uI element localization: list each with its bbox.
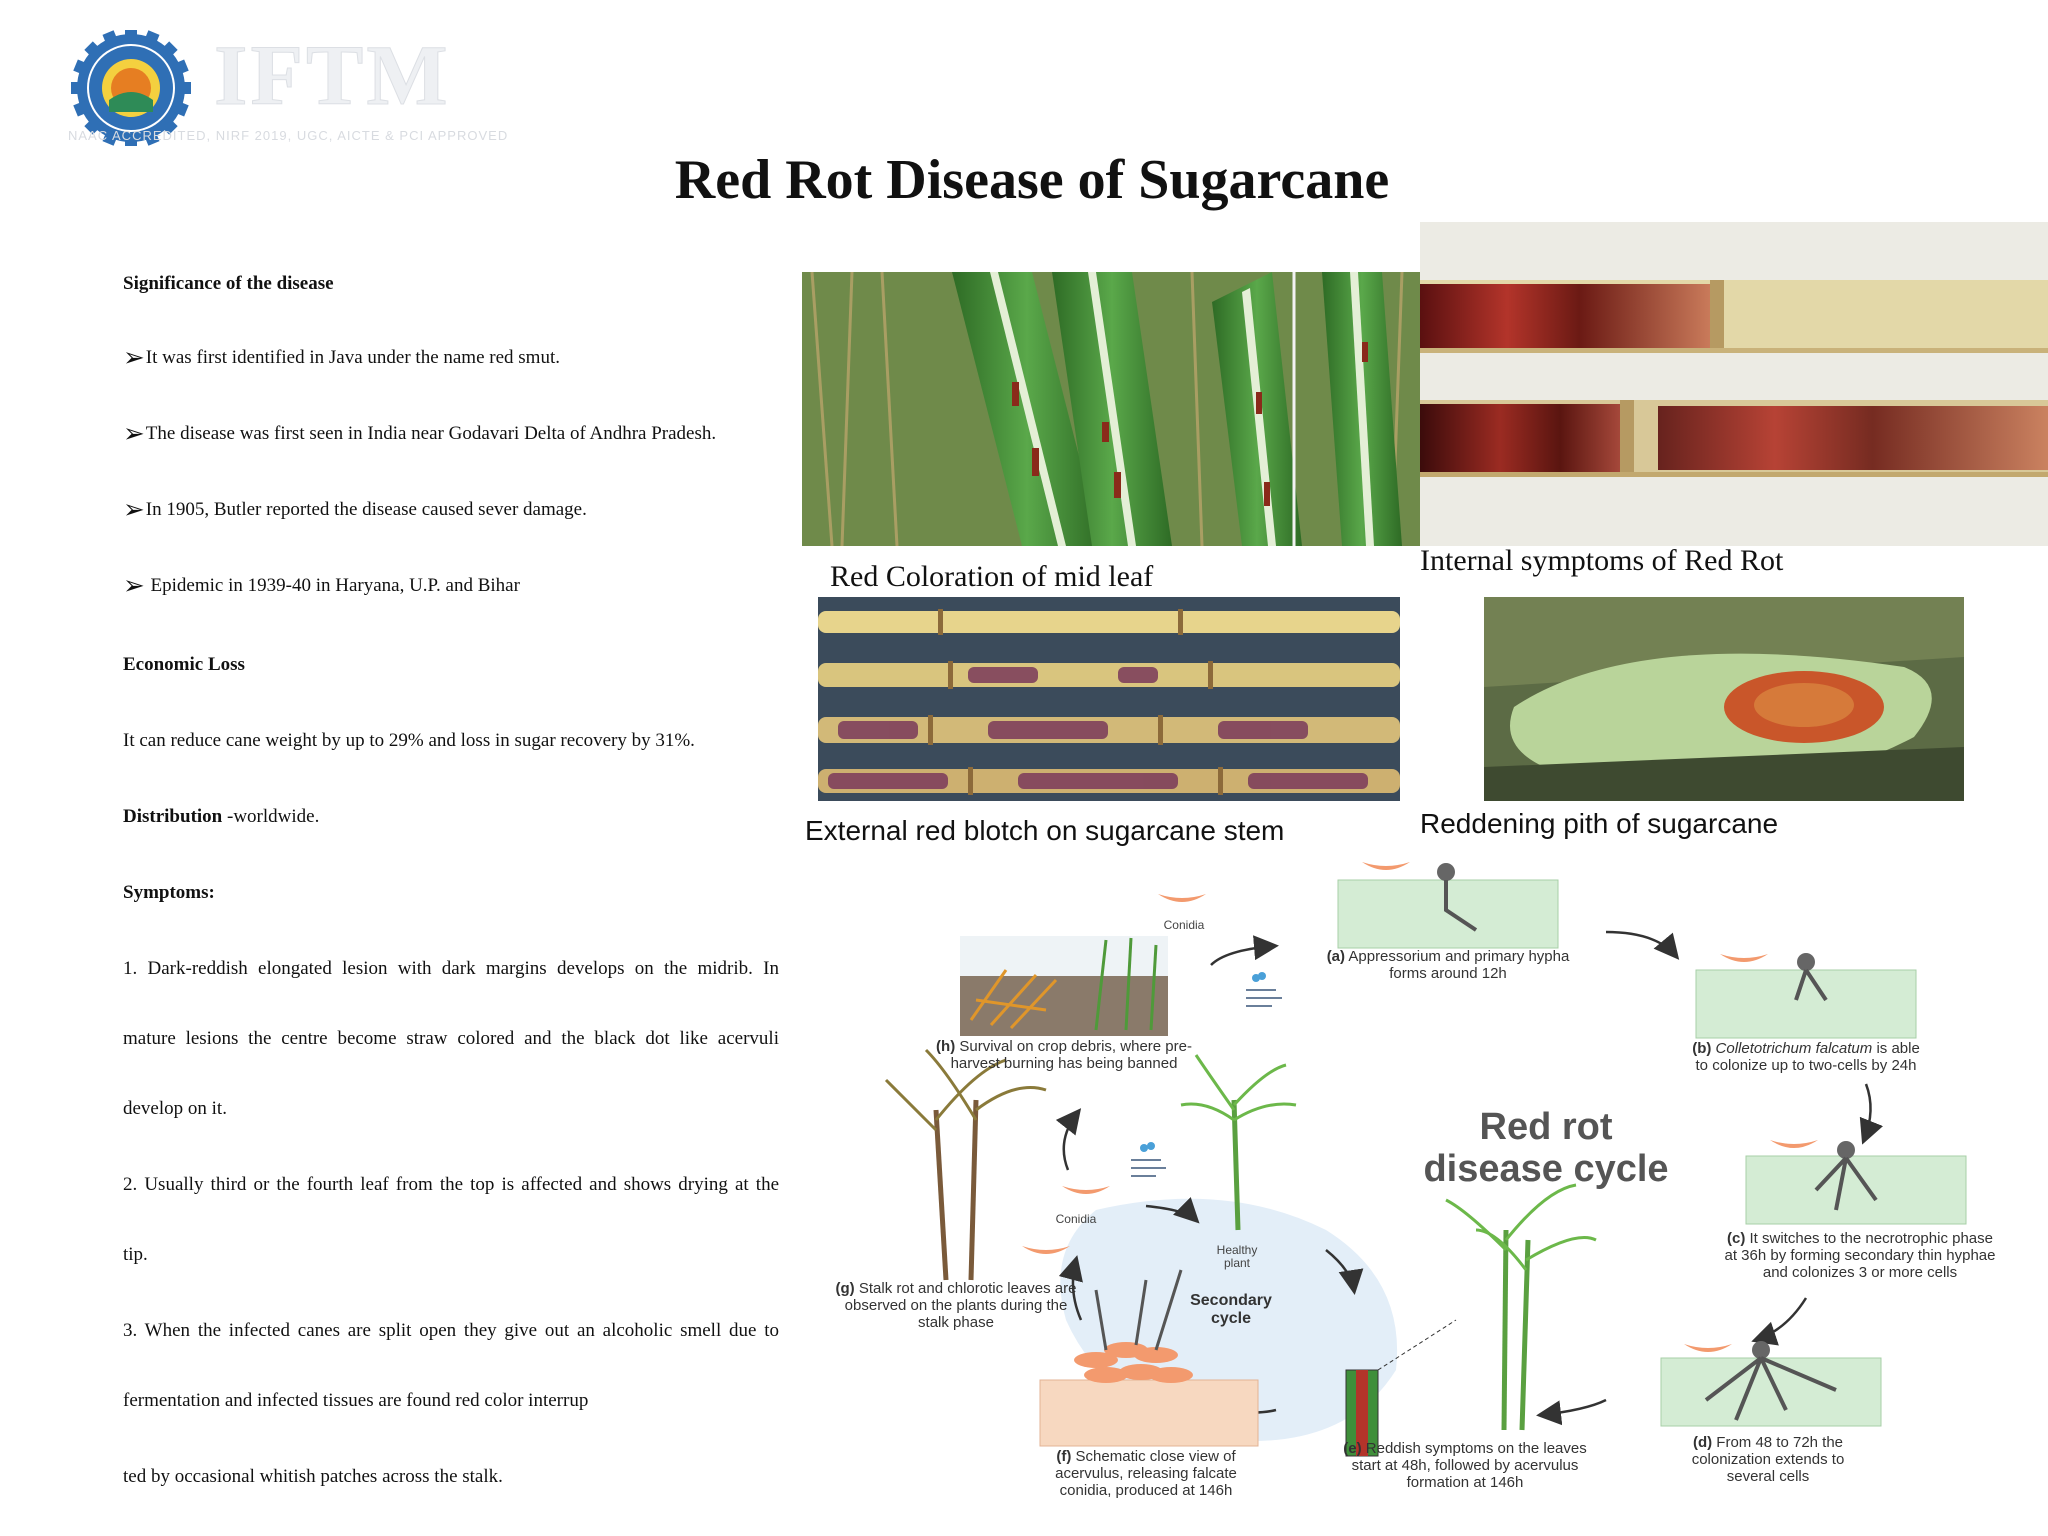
step-d-label: (d) From 48 to 72h the colonization exte… [1691,1434,1845,1485]
symptom-line: ted by occasional whitish patches across… [123,1466,503,1487]
step-g-label: (g) Stalk rot and chlorotic leaves are o… [835,1280,1077,1331]
cane-stems-image [818,597,1400,801]
bullet-item: ➢ Epidemic in 1939-40 in Haryana, U.P. a… [123,571,520,600]
symptoms-heading: Symptoms: [123,882,215,903]
healthy-plant-label: Healthy plant [1216,1243,1258,1270]
step-e-label: (e) Reddish symptoms on the leaves start… [1343,1440,1587,1491]
conidia-label-top: Conidia [1163,918,1205,932]
arrow-bullet-icon: ➢ [123,495,145,524]
caption-pith: Reddening pith of sugarcane [1420,808,1779,839]
bullet-item: ➢In 1905, Butler reported the disease ca… [123,495,587,524]
bullet-item: ➢It was first identified in Java under t… [123,343,560,372]
symptom-line: tip. [123,1244,148,1265]
step-h-label: (h) Survival on crop debris, where pre-h… [936,1038,1192,1072]
caption-stem: External red blotch on sugarcane stem [805,815,1285,846]
internal-symptoms-photo [1420,222,2048,546]
step-c-label: (c) It switches to the necrotrophic phas… [1724,1230,1996,1281]
leaf-lesion-image [802,272,1420,546]
pith-cross-section-image [1484,597,1964,801]
symptom-line: 3. When the infected canes are split ope… [123,1320,779,1341]
step-f-label: (f) Schematic close view of acervulus, r… [1055,1448,1237,1499]
leaf-lesion-photo [802,272,1420,546]
cycle-artwork [884,862,1967,1457]
arrow-bullet-icon: ➢ [123,343,145,372]
economic-heading: Economic Loss [123,654,245,675]
distribution-line: Distribution -worldwide. [123,806,320,827]
bullet-item: ➢The disease was first seen in India nea… [123,419,717,448]
significance-heading: Significance of the disease [123,273,334,294]
logo-wordmark: IFTM [214,27,451,123]
caption-leaf: Red Coloration of mid leaf [830,560,1154,593]
split-cane-image [1420,222,2048,546]
page-title: Red Rot Disease of Sugarcane [674,149,1390,211]
symptom-line: 1. Dark-reddish elongated lesion with da… [123,958,779,979]
step-b-label: (b) Colletotrichum falcatum is able to c… [1692,1040,1920,1074]
pith-photo [1484,597,1964,801]
conidia-label-left: Conidia [1055,1212,1097,1226]
symptom-line: 2. Usually third or the fourth leaf from… [123,1174,779,1195]
university-logo: IFTM NAAC ACCREDITED, NIRF 2019, UGC, AI… [64,27,507,150]
arrow-bullet-icon: ➢ [123,419,145,448]
arrow-bullet-icon: ➢ [123,571,145,600]
symptom-line: mature lesions the centre become straw c… [123,1028,779,1049]
stem-blotch-photo [818,597,1400,801]
economic-text: It can reduce cane weight by up to 29% a… [123,730,695,751]
university-seal-icon [71,30,191,146]
distribution-heading: Distribution [123,806,223,827]
logo-tagline: NAAC ACCREDITED, NIRF 2019, UGC, AICTE &… [68,128,509,143]
step-a-label: (a) Appressorium and primary hypha forms… [1326,948,1570,982]
secondary-cycle-label: Secondary cycle [1190,1292,1272,1327]
caption-internal: Internal symptoms of Red Rot [1420,544,1784,577]
symptom-line: develop on it. [123,1098,227,1119]
symptom-line: fermentation and infected tissues are fo… [123,1390,589,1411]
